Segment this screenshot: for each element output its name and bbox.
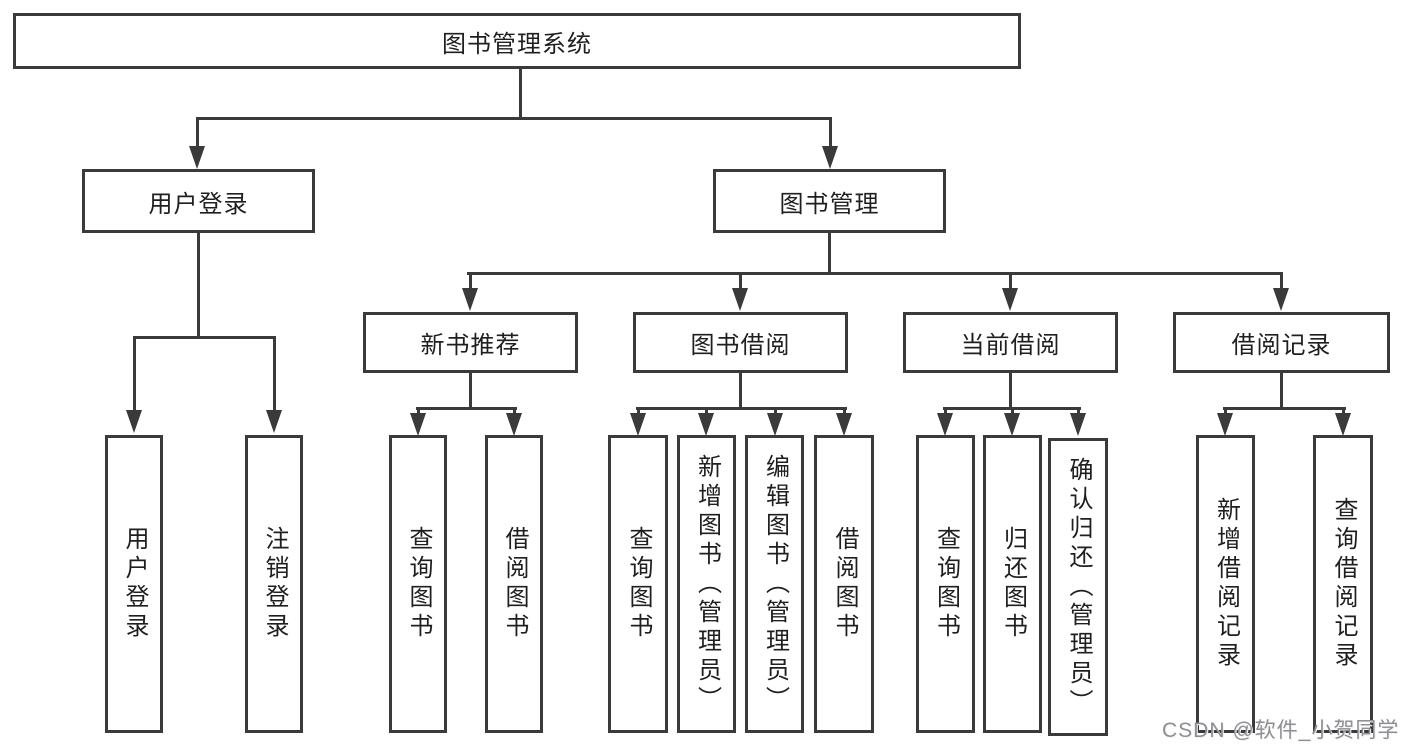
leaf-borrow-books: 借阅图书 <box>814 435 874 733</box>
arrow-down-icon <box>698 413 714 436</box>
node-book-management: 图书管理 <box>713 169 946 233</box>
arrow-down-icon <box>462 288 478 311</box>
arrow-down-icon <box>1217 413 1233 436</box>
connector-line <box>467 272 1283 275</box>
connector-line <box>133 336 136 412</box>
arrow-down-icon <box>1004 413 1020 436</box>
arrow-down-icon <box>506 413 522 436</box>
leaf-add-borrow-record-label: 新增借阅记录 <box>1212 497 1240 671</box>
arrow-down-icon <box>410 413 426 436</box>
arrow-down-icon <box>1070 413 1086 436</box>
connector-line <box>739 272 742 290</box>
leaf-query-books-borrow-label: 查询图书 <box>625 526 652 642</box>
leaf-add-borrow-record: 新增借阅记录 <box>1196 435 1255 733</box>
node-user-login: 用户登录 <box>82 169 315 233</box>
arrow-down-icon <box>630 413 646 436</box>
leaf-borrow-books-recommend: 借阅图书 <box>485 435 543 733</box>
leaf-logout-label: 注销登录 <box>261 526 288 642</box>
leaf-query-books-current-label: 查询图书 <box>932 526 960 642</box>
connector-line <box>1224 407 1227 416</box>
node-root-library-system: 图书管理系统 <box>13 13 1021 69</box>
leaf-user-login: 用户登录 <box>105 435 163 733</box>
arrow-down-icon <box>189 146 205 169</box>
leaf-query-books-borrow: 查询图书 <box>608 435 668 733</box>
connector-line <box>739 372 742 410</box>
connector-line <box>1223 407 1346 410</box>
arrow-down-icon <box>732 288 748 311</box>
node-book-borrowing: 图书借阅 <box>633 312 848 373</box>
connector-line <box>416 407 517 410</box>
connector-line <box>133 336 276 339</box>
connector-line <box>1342 407 1345 416</box>
arrow-down-icon <box>126 410 142 433</box>
leaf-query-books-recommend: 查询图书 <box>389 435 447 733</box>
leaf-add-books-admin-label: 新增图书（管理员） <box>693 453 721 715</box>
arrow-down-icon <box>937 413 953 436</box>
node-borrowing-records-label: 借阅记录 <box>1231 332 1332 359</box>
node-book-borrowing-label: 图书借阅 <box>690 332 791 359</box>
leaf-logout: 注销登录 <box>245 435 303 733</box>
connector-line <box>519 68 522 118</box>
leaf-query-borrow-record-label: 查询借阅记录 <box>1330 497 1357 671</box>
leaf-edit-books-admin: 编辑图书（管理员） <box>745 435 804 733</box>
leaf-edit-books-admin-label: 编辑图书（管理员） <box>761 453 789 715</box>
connector-line <box>705 407 708 416</box>
connector-line <box>843 407 846 416</box>
leaf-borrow-books-label: 借阅图书 <box>831 526 858 642</box>
node-borrowing-records: 借阅记录 <box>1173 312 1390 373</box>
csdn-watermark: CSDN @软件_小贺同学 <box>1162 719 1400 742</box>
arrow-down-icon <box>1273 288 1289 311</box>
node-new-book-recommendation: 新书推荐 <box>363 312 578 373</box>
connector-line <box>196 117 199 148</box>
connector-line <box>417 407 420 416</box>
connector-line <box>469 372 472 410</box>
connector-line <box>469 272 472 290</box>
leaf-query-borrow-record: 查询借阅记录 <box>1313 435 1373 733</box>
connector-line <box>1009 272 1012 290</box>
leaf-user-login-label: 用户登录 <box>121 526 148 642</box>
node-current-borrowing-label: 当前借阅 <box>960 332 1061 359</box>
connector-line <box>1280 272 1283 290</box>
arrow-down-icon <box>1002 288 1018 311</box>
leaf-query-books-current: 查询图书 <box>916 435 975 733</box>
node-root-label: 图书管理系统 <box>442 30 592 58</box>
node-new-book-recommendation-label: 新书推荐 <box>420 332 521 359</box>
connector-line <box>1009 372 1012 410</box>
connector-line <box>637 407 640 416</box>
arrow-down-icon <box>767 413 783 436</box>
arrow-down-icon <box>836 413 852 436</box>
connector-line <box>828 233 831 275</box>
connector-line <box>197 233 200 339</box>
connector-line <box>1077 407 1080 416</box>
leaf-add-books-admin: 新增图书（管理员） <box>677 435 736 733</box>
connector-line <box>273 336 276 412</box>
arrow-down-icon <box>1335 413 1351 436</box>
leaf-confirm-return-admin-label: 确认归还（管理员） <box>1065 456 1092 718</box>
connector-line <box>196 117 832 120</box>
leaf-return-books: 归还图书 <box>983 435 1042 733</box>
connector-line <box>1011 407 1014 416</box>
node-user-login-label: 用户登录 <box>148 190 249 218</box>
node-current-borrowing: 当前借阅 <box>903 312 1118 373</box>
connector-line <box>1280 372 1283 410</box>
arrow-down-icon <box>266 410 282 433</box>
leaf-return-books-label: 归还图书 <box>999 526 1027 642</box>
node-book-management-label: 图书管理 <box>779 190 880 218</box>
connector-line <box>774 407 777 416</box>
connector-line <box>944 407 947 416</box>
connector-line <box>829 117 832 148</box>
connector-line <box>636 407 847 410</box>
connector-line <box>513 407 516 416</box>
leaf-confirm-return-admin: 确认归还（管理员） <box>1048 438 1108 736</box>
arrow-down-icon <box>822 146 838 169</box>
leaf-query-books-recommend-label: 查询图书 <box>405 526 432 642</box>
leaf-borrow-books-recommend-label: 借阅图书 <box>501 526 528 642</box>
